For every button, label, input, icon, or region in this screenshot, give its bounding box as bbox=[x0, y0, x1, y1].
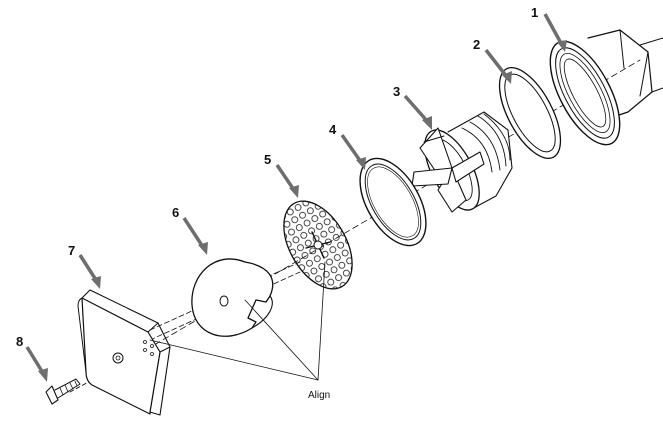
part-8-screw bbox=[45, 378, 81, 405]
align-leader-lines: Align bbox=[149, 261, 330, 401]
callout-label-5: 5 bbox=[264, 152, 271, 167]
part-3-threaded-body bbox=[411, 111, 513, 213]
callout-arrow-5 bbox=[275, 164, 299, 198]
callout-label-4: 4 bbox=[329, 122, 337, 137]
part-5-perforated-screen bbox=[283, 200, 353, 290]
align-annotation: Align bbox=[308, 390, 330, 401]
callout-label-7: 7 bbox=[68, 243, 75, 258]
callout-arrows bbox=[25, 13, 567, 382]
callout-label-3: 3 bbox=[393, 84, 400, 99]
part-4-o-ring bbox=[359, 157, 427, 247]
callout-arrow-3 bbox=[403, 94, 432, 130]
part-7-cover-plate bbox=[77, 289, 171, 416]
callout-label-6: 6 bbox=[172, 205, 179, 220]
callout-label-2: 2 bbox=[473, 37, 480, 52]
callout-arrow-7 bbox=[78, 254, 101, 289]
callout-arrow-2 bbox=[484, 48, 512, 84]
assembly-axis bbox=[69, 59, 641, 393]
callout-labels: 1 2 3 4 5 6 7 8 bbox=[16, 5, 538, 349]
part-1-threaded-nut bbox=[549, 29, 663, 146]
callout-arrow-8 bbox=[25, 346, 48, 382]
callout-label-8: 8 bbox=[16, 334, 23, 349]
callout-arrow-6 bbox=[182, 217, 208, 255]
callout-label-1: 1 bbox=[531, 5, 538, 20]
callout-arrow-1 bbox=[543, 13, 567, 52]
callout-arrow-4 bbox=[340, 133, 366, 170]
part-6-gasket-disc bbox=[191, 258, 274, 337]
